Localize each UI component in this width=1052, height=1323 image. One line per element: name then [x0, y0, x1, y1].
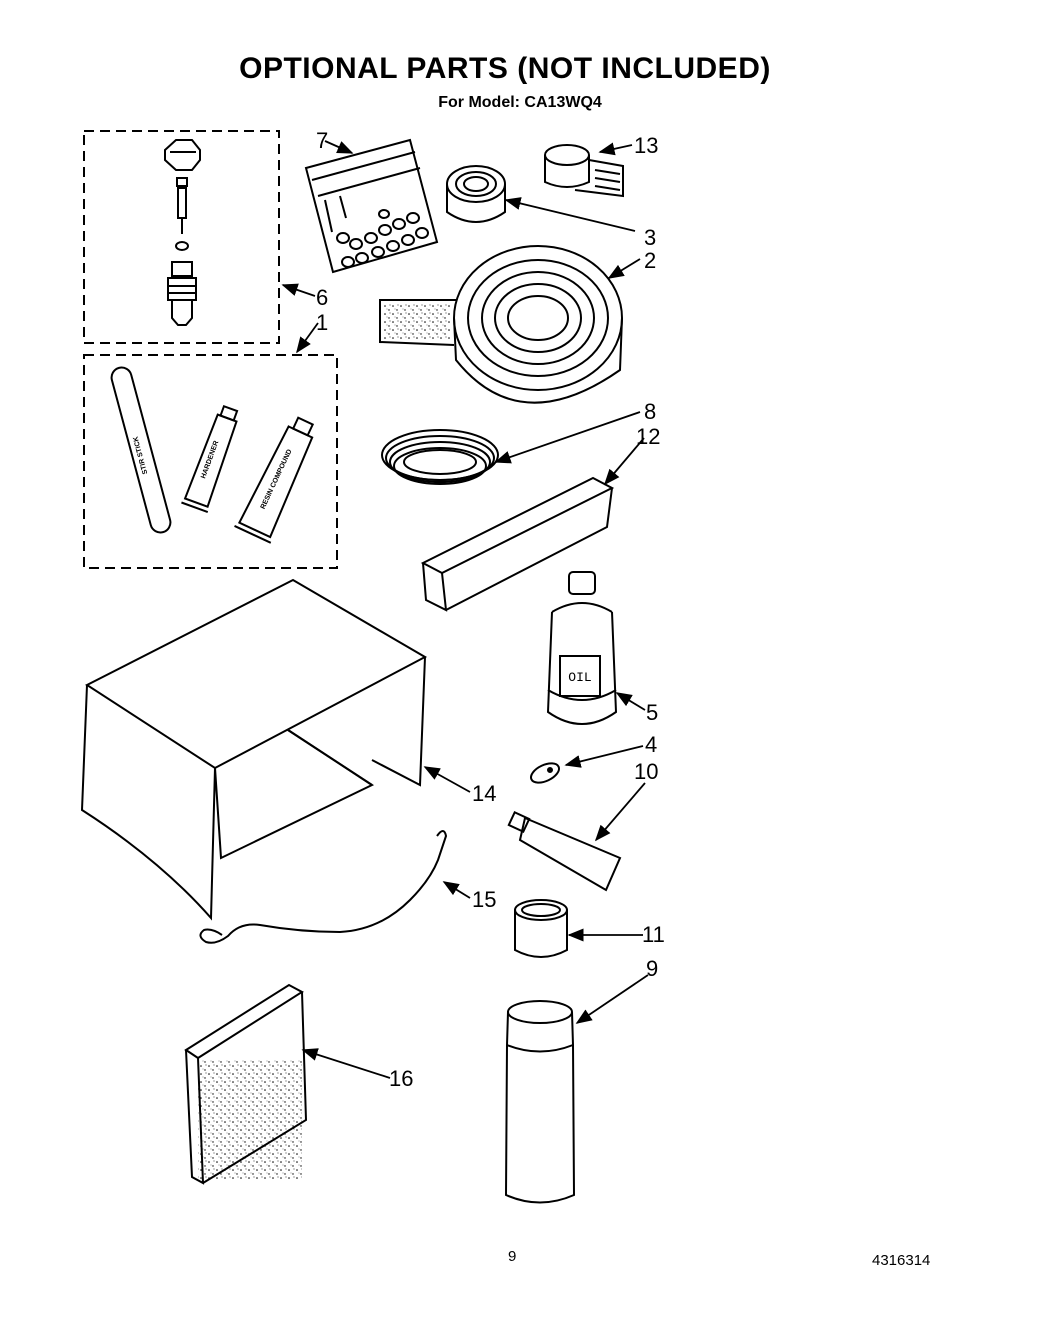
part-9-spray-can — [504, 1000, 576, 1204]
callout-11: 11 — [642, 922, 665, 947]
part-11-can — [514, 899, 568, 958]
part-10-tube — [507, 810, 622, 892]
part-5-oil-bottle: OIL — [546, 571, 618, 725]
oil-bottle-label: OIL — [568, 670, 591, 685]
part-7-fastener-bag — [304, 138, 439, 274]
leader-lines — [281, 140, 649, 1079]
part-8-coiled-cord — [381, 429, 499, 485]
callout-4: 4 — [645, 732, 657, 757]
part-13-tape-strip — [544, 144, 624, 198]
callout-8: 8 — [644, 399, 656, 424]
model-subtitle: For Model: CA13WQ4 — [438, 94, 602, 111]
callout-13: 13 — [634, 133, 658, 158]
callout-3: 3 — [644, 225, 656, 250]
callout-1: 1 — [316, 310, 328, 335]
callout-7: 7 — [316, 128, 328, 153]
callout-9: 9 — [646, 956, 658, 981]
part-14-cover — [80, 578, 428, 921]
document-number: 4316314 — [872, 1252, 931, 1269]
callout-15: 15 — [472, 887, 496, 912]
part-1-epoxy-kit: STIR STICK HARDENER RESIN COMPOUND — [83, 354, 338, 569]
part-15-tie-cord — [199, 830, 448, 944]
part-12-foam-block — [420, 476, 615, 612]
part-2-foam-tape-roll — [379, 245, 623, 404]
callout-5: 5 — [646, 700, 658, 725]
callout-2: 2 — [644, 248, 656, 273]
callout-14: 14 — [472, 781, 496, 806]
part-3-tape-roll — [446, 165, 506, 223]
page-title: OPTIONAL PARTS (NOT INCLUDED) — [239, 52, 771, 85]
resin-label: RESIN COMPOUND — [260, 448, 294, 510]
callout-6: 6 — [316, 285, 328, 310]
part-16-filter-pad — [184, 983, 308, 1185]
part-4-capsule — [529, 762, 561, 784]
callout-12: 12 — [636, 424, 660, 449]
page-number: 9 — [508, 1248, 517, 1265]
callout-10: 10 — [634, 759, 658, 784]
callout-16: 16 — [389, 1066, 413, 1091]
callout-numbers: 7 13 3 2 6 1 8 12 5 4 10 14 15 11 9 16 — [316, 128, 665, 1091]
part-6-valve-kit — [83, 130, 280, 344]
hardener-label: HARDENER — [200, 440, 220, 480]
